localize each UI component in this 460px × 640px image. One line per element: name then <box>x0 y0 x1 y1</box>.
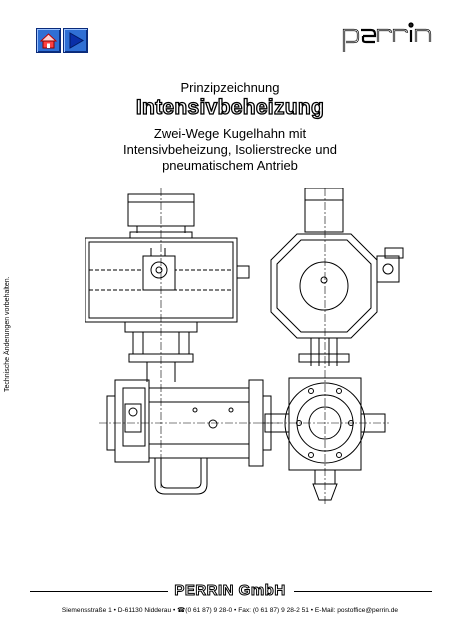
footer-address: Siemensstraße 1 • D-61130 Nidderau • ☎(0… <box>61 607 399 614</box>
front-view <box>85 188 281 495</box>
footer-rule-right <box>294 591 432 592</box>
footer-rule-left <box>30 591 168 592</box>
valve-technical-drawing <box>85 188 404 506</box>
home-icon <box>39 33 58 49</box>
side-note: Technische Änderungen vorbehalten. <box>4 276 11 392</box>
side-view <box>261 188 404 506</box>
company-name: PERRIN GmbH <box>174 582 286 600</box>
next-page-button[interactable] <box>63 28 88 53</box>
description-line-3: pneumatischem Antrieb <box>162 158 298 173</box>
play-right-icon <box>69 32 85 49</box>
document-title: Intensivbeheizung <box>135 95 325 119</box>
drawing-subtitle: Prinzipzeichnung <box>180 80 280 95</box>
home-button[interactable] <box>36 28 61 53</box>
perrin-logo <box>341 20 441 61</box>
description-line-2: Intensivbeheizung, Isolierstrecke und <box>123 142 337 157</box>
description-line-1: Zwei-Wege Kugelhahn mit <box>153 126 307 141</box>
